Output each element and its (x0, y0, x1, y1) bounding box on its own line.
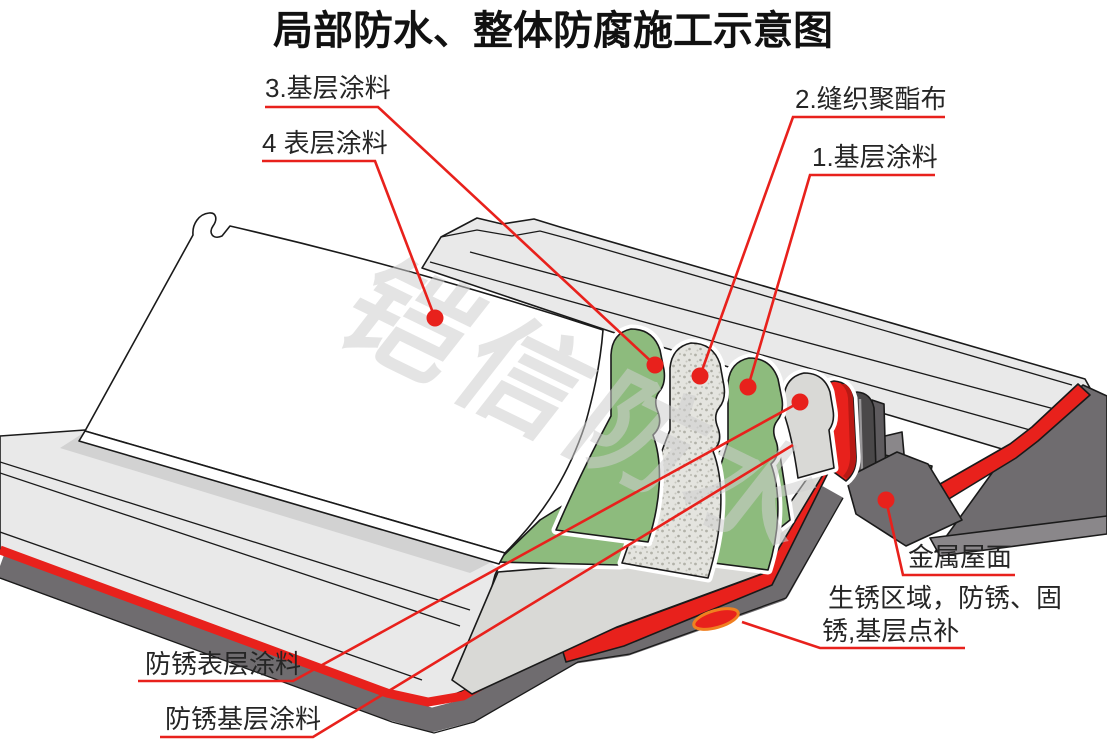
label-rust-area-line1: 生锈区域，防锈、固 (828, 583, 1062, 613)
label-base-coat-3: 3.基层涂料 (265, 73, 391, 103)
label-antirust-base-coat: 防锈基层涂料 (165, 704, 321, 734)
leader-polyester-cloth-2 (698, 115, 945, 377)
leader-antirust-top-coat (138, 400, 801, 683)
leader-antirust-base-coat (160, 443, 794, 739)
label-metal-roof: 金属屋面 (908, 542, 1012, 572)
label-base-coat-1: 1.基层涂料 (812, 142, 938, 172)
cover-sheet (78, 212, 604, 565)
label-polyester-cloth-2: 2.缝织聚酯布 (795, 84, 947, 114)
label-top-coat-4: 4 表层涂料 (262, 128, 388, 158)
label-antirust-top-coat: 防锈表层涂料 (145, 649, 301, 679)
leader-base-coat-1 (746, 173, 935, 388)
leader-rust-area (741, 620, 965, 650)
leader-base-coat-3 (265, 105, 656, 366)
leader-metal-roof (884, 499, 1015, 577)
metal-roof-wedge (845, 451, 963, 547)
base-coat-rib-section-3 (551, 324, 669, 547)
diagram-title: 局部防水、整体防腐施工示意图 (273, 9, 833, 53)
leader-lines (138, 105, 1015, 739)
metal-edge-band (0, 486, 844, 732)
label-rust-area-line2: 锈,基层点补 (822, 616, 959, 646)
rust-patch (692, 607, 740, 631)
cover-sheet-edge (78, 430, 506, 565)
leader-top-coat-4 (262, 159, 437, 319)
